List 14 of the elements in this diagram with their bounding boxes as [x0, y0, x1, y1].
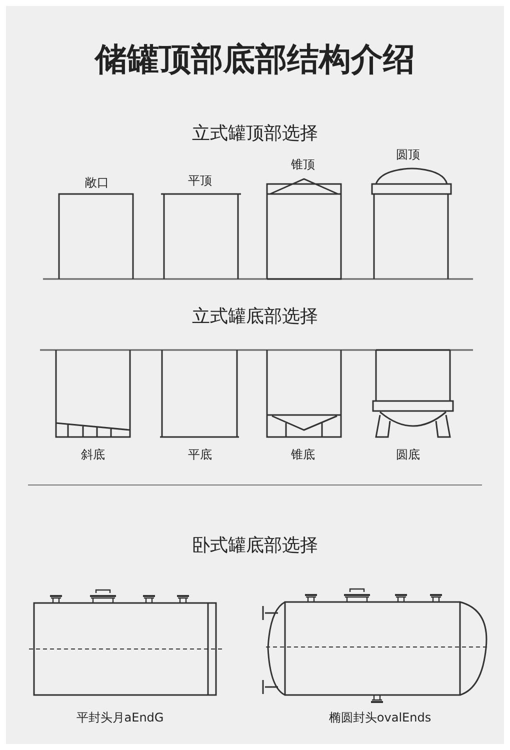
tank-label: 椭圆封头ovalEnds [328, 710, 432, 726]
tank-label: 斜底 [81, 446, 105, 464]
tank-label: 锥底 [291, 446, 315, 464]
tank-label: 圆顶 [396, 146, 420, 164]
tank-label: 平封头月aEndG [76, 710, 164, 726]
tank-label: 锥顶 [291, 156, 315, 174]
tank-label: 平底 [188, 446, 212, 464]
heading: 立式罐顶部选择 [192, 122, 318, 145]
title: 储罐顶部底部结构介绍 [95, 39, 415, 80]
tank-label: 圆底 [396, 446, 420, 464]
tank-label: 平顶 [188, 172, 212, 190]
tank-label: 敞口 [85, 174, 109, 192]
heading: 卧式罐底部选择 [192, 534, 318, 557]
heading: 立式罐底部选择 [192, 305, 318, 328]
